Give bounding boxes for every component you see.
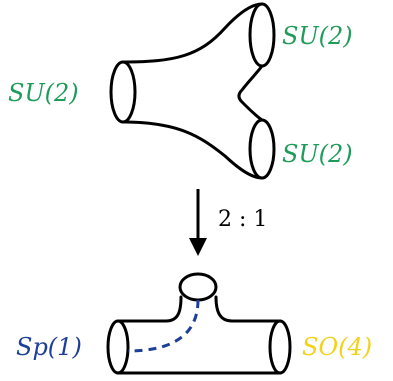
label-so4: SO(4) xyxy=(302,333,372,361)
top-right-boundary-circle xyxy=(248,2,276,68)
left-boundary-circle xyxy=(109,60,137,124)
arrow-head xyxy=(189,238,207,256)
t-top-boundary-circle xyxy=(178,272,218,302)
label-sp1: Sp(1) xyxy=(16,333,82,361)
t-body-outline xyxy=(116,295,282,375)
t-right-boundary-circle xyxy=(268,319,292,375)
dashed-curve xyxy=(127,299,200,353)
t-left-boundary-circle xyxy=(106,319,130,375)
label-bottom-right-su2: SU(2) xyxy=(282,140,353,168)
map-label: 2 : 1 xyxy=(218,207,267,232)
label-top-right-su2: SU(2) xyxy=(282,22,353,50)
pants-body-outline xyxy=(121,2,264,180)
bottom-right-boundary-circle xyxy=(248,118,276,180)
label-left-su2: SU(2) xyxy=(8,79,79,107)
pants-surface-top xyxy=(109,2,276,180)
down-arrow xyxy=(189,189,207,256)
t-surface-bottom xyxy=(106,272,292,375)
